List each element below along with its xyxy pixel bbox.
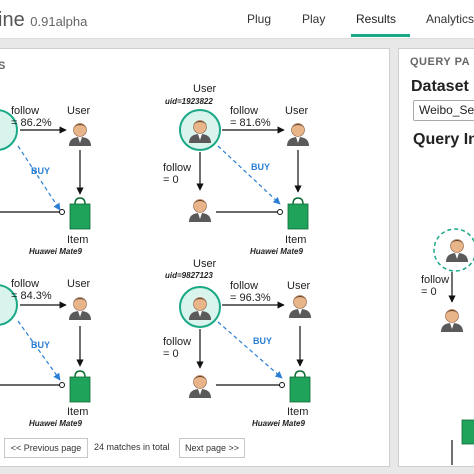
dataset-select[interactable]: Weibo_Se	[413, 100, 474, 121]
user-icon	[188, 375, 212, 399]
query-panel-title: QUERY PA	[410, 56, 471, 68]
user-label: User	[193, 258, 217, 270]
user-icon	[288, 295, 312, 319]
match-graph-4	[179, 286, 312, 403]
item-bag-icon	[69, 370, 91, 403]
item-label: Item	[67, 406, 89, 418]
follow-value: = 0	[163, 174, 179, 186]
follow-label: follow	[11, 105, 40, 117]
match-count: 24 matches in total	[94, 442, 170, 452]
user-icon	[188, 199, 212, 223]
follow-label: follow	[11, 278, 40, 290]
query-graph	[433, 228, 474, 465]
follow-value: = 96.3%	[230, 292, 271, 304]
user-label: User	[285, 105, 309, 117]
follow-label: follow	[230, 280, 259, 292]
results-panel-title: S	[0, 60, 6, 72]
user-label: User	[67, 278, 91, 290]
item-bag-icon	[287, 197, 309, 230]
dataset-label: Dataset	[411, 78, 469, 95]
item-bag-icon	[69, 197, 91, 230]
item-bag-icon	[289, 370, 311, 403]
follow-value: = 86.2%	[11, 117, 52, 129]
nav-play[interactable]: Play	[302, 12, 326, 26]
user-label: User	[67, 105, 91, 117]
product-label: Huawei Mate9	[29, 247, 82, 256]
top-navigation-bar: ine 0.91alpha Plug Play Results Analytic…	[0, 0, 474, 39]
active-tab-indicator	[351, 34, 410, 37]
item-bag-icon	[461, 419, 474, 445]
user-label: User	[193, 83, 217, 95]
follow-value: = 84.3%	[11, 290, 52, 302]
product-label: Huawei Mate9	[252, 419, 305, 428]
buy-label: BUY	[251, 162, 271, 172]
match-graph-3	[0, 284, 92, 403]
product-label: Huawei Mate9	[29, 419, 82, 428]
buy-label: BUY	[253, 336, 273, 346]
app-name: ine	[0, 9, 25, 31]
product-label: Huawei Mate9	[250, 247, 303, 256]
user-label: User	[287, 280, 311, 292]
user-icon	[286, 123, 310, 147]
item-label: Item	[285, 234, 307, 246]
buy-label: BUY	[31, 340, 51, 350]
match-graph-2	[179, 109, 310, 230]
user-icon	[68, 123, 92, 147]
uid-label: uid=1923822	[165, 97, 213, 106]
item-label: Item	[287, 406, 309, 418]
previous-page-button[interactable]: << Previous page	[4, 438, 88, 458]
follow-label: follow	[230, 105, 259, 117]
nav-results[interactable]: Results	[356, 12, 397, 26]
user-icon	[440, 309, 464, 333]
app-brand: ine 0.91alpha	[0, 9, 87, 32]
buy-label: BUY	[31, 166, 51, 176]
follow-value: = 0	[163, 348, 179, 360]
uid-label: uid=9827123	[165, 271, 213, 280]
next-page-button[interactable]: Next page >>	[179, 438, 245, 458]
query-input-label: Query In	[413, 131, 474, 148]
nav-plug[interactable]: Plug	[247, 12, 272, 26]
follow-value: = 81.6%	[230, 117, 271, 129]
match-graph-1	[0, 109, 92, 230]
follow-label: follow	[163, 336, 192, 348]
nav-analytics[interactable]: Analytics	[426, 12, 474, 26]
follow-label: follow	[163, 162, 192, 174]
user-icon	[68, 297, 92, 321]
follow-label: follow	[421, 274, 450, 286]
app-version: 0.91alpha	[30, 14, 88, 29]
follow-value: = 0	[421, 286, 437, 298]
item-label: Item	[67, 234, 89, 246]
